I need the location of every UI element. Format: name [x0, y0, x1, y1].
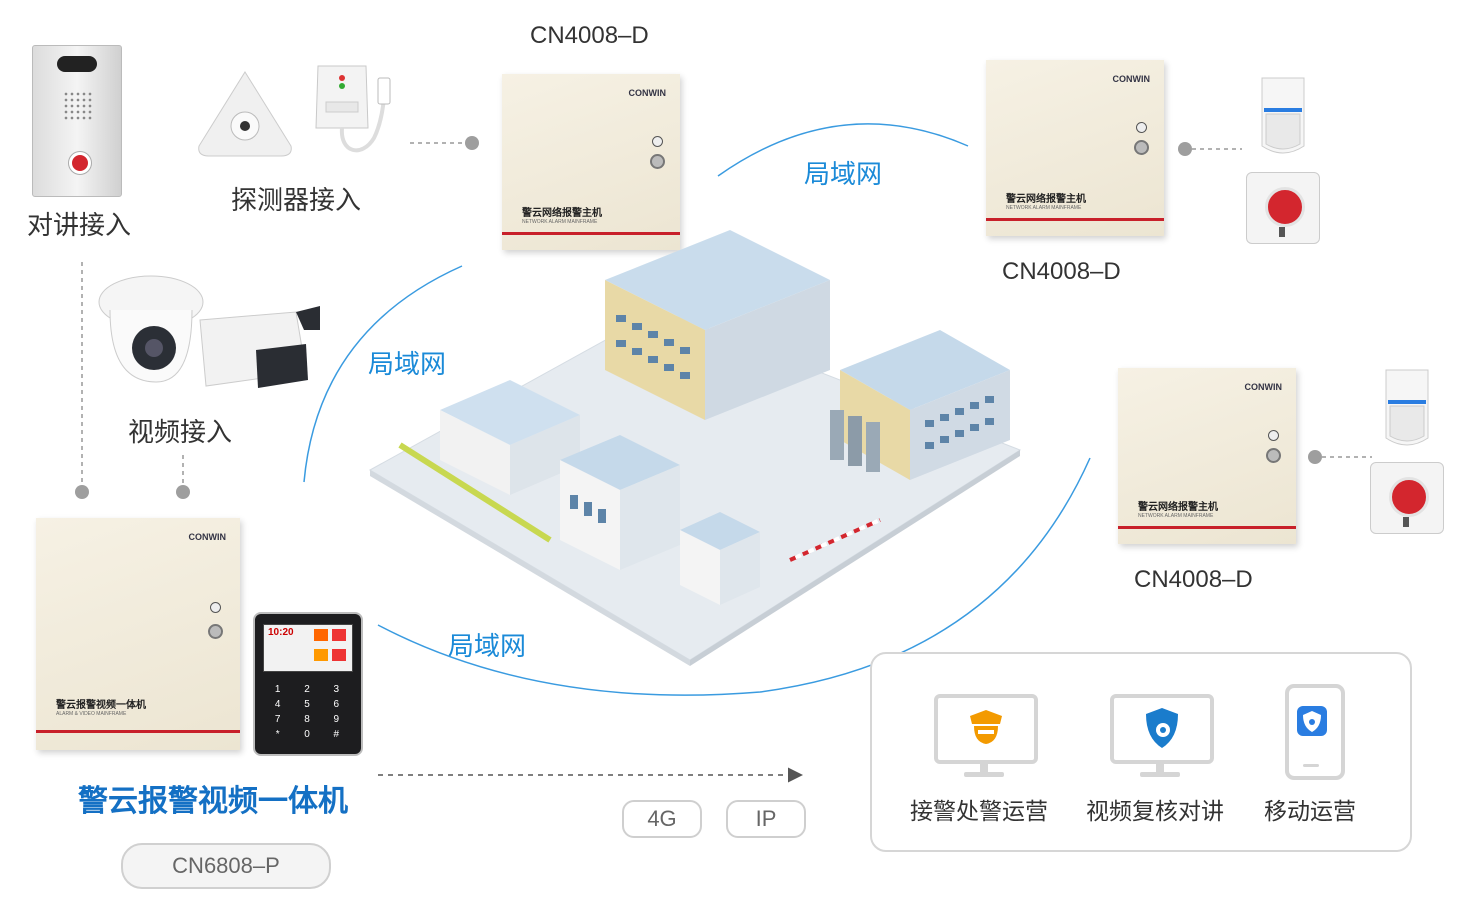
- keypad-key: 1: [274, 684, 281, 695]
- video-label: 视频接入: [128, 418, 233, 448]
- panel-subtitle: ALARM & VIDEO MAINFRAME: [56, 711, 127, 717]
- keypad-key: 9: [333, 714, 340, 725]
- model-tag-main: CN6808–P: [121, 843, 331, 889]
- services-box: 接警处警运营 视频复核对讲 移动运营: [870, 652, 1412, 852]
- service-label: 接警处警运营: [910, 799, 1048, 825]
- brand-logo: CONWIN: [628, 88, 667, 98]
- network-tag-4g: 4G: [622, 800, 702, 838]
- lan-label: 局域网: [448, 632, 527, 662]
- speaker-grille: [63, 91, 93, 121]
- lock-icon: [210, 602, 221, 613]
- alarm-mainframe-panel: CONWIN 警云网络报警主机 NETWORK ALARM MAINFRAME: [1118, 368, 1296, 544]
- keypad-key: 2: [304, 684, 310, 695]
- key-lock-icon: [650, 154, 665, 169]
- panel-title: 警云报警视频一体机: [56, 700, 146, 711]
- brand-logo: CONWIN: [1244, 382, 1283, 392]
- panel-stripe: [502, 232, 680, 235]
- pir-sensor-icon: [1256, 74, 1310, 158]
- service-label: 视频复核对讲: [1086, 799, 1224, 825]
- gas-detector-icon: [312, 58, 391, 168]
- panel-stripe: [986, 218, 1164, 221]
- connector-dot: [176, 485, 190, 499]
- panel-title: 警云网络报警主机: [522, 208, 602, 219]
- alarm-mainframe-panel: CONWIN 警云网络报警主机 NETWORK ALARM MAINFRAME: [502, 74, 680, 250]
- mobile-app-icon: [1297, 706, 1327, 736]
- detector-label: 探测器接入: [231, 186, 362, 216]
- monitor-icon: [934, 694, 1038, 777]
- brand-logo: CONWIN: [188, 532, 227, 542]
- model-label-top-right: CN4008–D: [1002, 258, 1121, 285]
- panic-button-icon: [1246, 172, 1320, 244]
- brand-logo: CONWIN: [1112, 74, 1151, 84]
- panel-subtitle: NETWORK ALARM MAINFRAME: [1138, 513, 1214, 519]
- keypad-key: 6: [333, 699, 340, 710]
- alarm-video-mainframe-panel: CONWIN 警云报警视频一体机 ALARM & VIDEO MAINFRAME: [36, 518, 240, 750]
- model-label-top-center: CN4008–D: [530, 22, 649, 49]
- keypad-key: 5: [304, 699, 310, 710]
- lan-label: 局域网: [804, 160, 883, 190]
- keypad-time: 10:20: [268, 627, 294, 638]
- keypad-terminal: 10:20 1 2 3 4 5 6 7 8 9 * 0 #: [253, 612, 363, 756]
- connector-dot: [1308, 450, 1322, 464]
- connector-dot: [1178, 142, 1192, 156]
- mobile-phone-icon: [1285, 684, 1345, 780]
- camera-lens-icon: [57, 56, 97, 72]
- keypad-key: 0: [304, 729, 310, 740]
- keypad-keys: 1 2 3 4 5 6 7 8 9 * 0 #: [263, 684, 351, 741]
- lock-icon: [652, 136, 663, 147]
- key-lock-icon: [1266, 448, 1281, 463]
- lock-icon: [1268, 430, 1279, 441]
- connector-dot: [465, 136, 479, 150]
- key-lock-icon: [1134, 140, 1149, 155]
- panel-subtitle: NETWORK ALARM MAINFRAME: [522, 219, 598, 225]
- panel-title: 警云网络报警主机: [1138, 502, 1218, 513]
- keypad-key: 4: [274, 699, 281, 710]
- panic-button-icon: [1370, 462, 1444, 534]
- intercom-device: [32, 45, 122, 197]
- network-tag-ip: IP: [726, 800, 806, 838]
- alarm-button-icon: [69, 152, 91, 174]
- keypad-screen: 10:20: [263, 624, 353, 672]
- dome-camera-icon: [96, 270, 206, 390]
- bullet-camera-icon: [196, 300, 326, 395]
- panel-stripe: [1118, 526, 1296, 529]
- lan-label: 局域网: [368, 350, 447, 380]
- monitor-icon: [1110, 694, 1214, 777]
- model-label-mid-right: CN4008–D: [1134, 566, 1253, 593]
- alarm-mainframe-panel: CONWIN 警云网络报警主机 NETWORK ALARM MAINFRAME: [986, 60, 1164, 236]
- police-icon: [970, 710, 1002, 744]
- keypad-key: *: [275, 729, 280, 740]
- service-label: 移动运营: [1264, 799, 1356, 825]
- keypad-key: 7: [274, 714, 281, 725]
- panel-subtitle: NETWORK ALARM MAINFRAME: [1006, 205, 1082, 211]
- keypad-key: 8: [304, 714, 310, 725]
- keypad-key: #: [333, 729, 340, 740]
- lock-icon: [1136, 122, 1147, 133]
- panel-title: 警云网络报警主机: [1006, 194, 1086, 205]
- main-product-title: 警云报警视频一体机: [78, 784, 348, 819]
- ceiling-detector-icon: [195, 68, 295, 160]
- intercom-label: 对讲接入: [27, 211, 132, 241]
- connector-dot: [75, 485, 89, 499]
- campus-illustration: [368, 230, 1022, 666]
- shield-cloud-icon: [1146, 708, 1178, 748]
- panel-stripe: [36, 730, 240, 733]
- pir-sensor-icon: [1380, 366, 1434, 450]
- key-lock-icon: [208, 624, 223, 639]
- keypad-key: 3: [333, 684, 340, 695]
